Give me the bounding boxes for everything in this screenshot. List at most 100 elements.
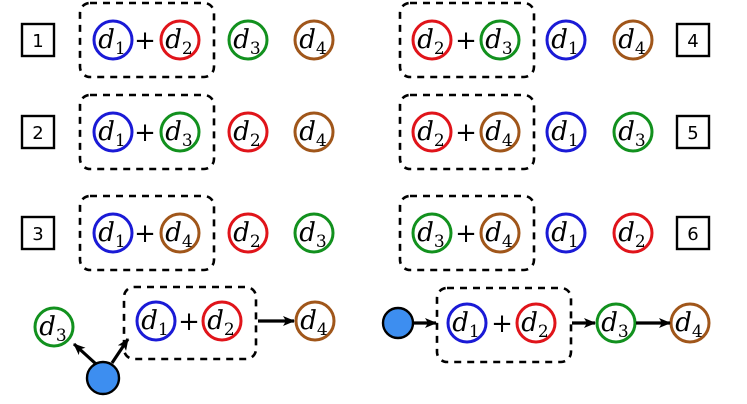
- node-label: d1: [551, 218, 578, 252]
- node-label: d4: [485, 117, 512, 151]
- node-label: d3: [485, 25, 512, 59]
- node-d-1: d1: [545, 111, 587, 153]
- partition-number: 2: [32, 123, 43, 144]
- node-d-3: d3: [33, 306, 75, 348]
- node-label: d1: [551, 25, 578, 59]
- node-d-1: d1: [545, 212, 587, 254]
- node-d-3: d3: [479, 19, 521, 61]
- node-circle: [293, 111, 335, 153]
- node-d-3: d3: [293, 212, 335, 254]
- node-label: d4: [165, 218, 192, 252]
- node-label: d4: [300, 306, 327, 340]
- plus-sign: +: [134, 219, 156, 249]
- node-d-1: d1: [135, 300, 177, 342]
- node-circle: [545, 212, 587, 254]
- node-d-4: d4: [294, 300, 336, 342]
- partition-number-box: 4: [675, 22, 711, 58]
- node-label: d4: [299, 25, 326, 59]
- node-d-2: d2: [612, 212, 654, 254]
- node-circle: [479, 212, 521, 254]
- node-circle: [33, 306, 75, 348]
- node-d-2: d2: [411, 19, 453, 61]
- number-box-frame: [20, 22, 56, 58]
- partition-number-box: 6: [675, 215, 711, 251]
- node-label: d1: [98, 218, 125, 252]
- node-label: d3: [165, 117, 192, 151]
- partition-number: 1: [32, 31, 43, 52]
- node-circle: [446, 302, 488, 344]
- node-circle: [159, 19, 201, 61]
- node-circle: [595, 302, 637, 344]
- number-box-frame: [20, 215, 56, 251]
- node-label: d2: [233, 117, 260, 151]
- partition-number-box: 1: [20, 22, 56, 58]
- edge-arrow: [110, 338, 130, 364]
- node-label: d1: [551, 117, 578, 151]
- node-d-4: d4: [612, 19, 654, 61]
- node-circle: [92, 212, 134, 254]
- plus-sign: +: [455, 219, 477, 249]
- node-d-3: d3: [159, 111, 201, 153]
- partition-number: 4: [687, 31, 698, 52]
- partition-number: 3: [32, 224, 43, 245]
- node-circle: [159, 111, 201, 153]
- pair-group-box: [78, 1, 216, 79]
- node-d-3: d3: [612, 111, 654, 153]
- node-label: d3: [601, 308, 628, 342]
- node-d-1: d1: [545, 19, 587, 61]
- node-label: d3: [233, 25, 260, 59]
- node-circle: [515, 302, 557, 344]
- node-circle: [159, 212, 201, 254]
- node-d-1: d1: [92, 212, 134, 254]
- node-circle: [92, 111, 134, 153]
- node-d-1: d1: [446, 302, 488, 344]
- node-d-2: d2: [201, 300, 243, 342]
- number-box-frame: [20, 114, 56, 150]
- node-circle: [612, 212, 654, 254]
- node-d-4: d4: [293, 111, 335, 153]
- node-label: d4: [485, 218, 512, 252]
- node-circle: [411, 111, 453, 153]
- node-label: d2: [417, 117, 444, 151]
- start-node: [85, 360, 121, 396]
- node-label: d3: [618, 117, 645, 151]
- node-d-2: d2: [227, 212, 269, 254]
- node-label: d1: [141, 306, 168, 340]
- node-circle: [227, 111, 269, 153]
- node-label: d4: [618, 25, 645, 59]
- node-d-4: d4: [479, 212, 521, 254]
- pair-group-box: [435, 286, 573, 364]
- node-d-4: d4: [293, 19, 335, 61]
- node-circle: [92, 19, 134, 61]
- partition-number: 5: [687, 123, 698, 144]
- node-circle: [294, 300, 336, 342]
- node-d-1: d1: [92, 111, 134, 153]
- node-circle: [227, 212, 269, 254]
- node-circle: [411, 19, 453, 61]
- plus-sign: +: [134, 26, 156, 56]
- plus-sign: +: [134, 118, 156, 148]
- pair-group-box: [78, 194, 216, 272]
- node-circle: [293, 19, 335, 61]
- partition-number-box: 2: [20, 114, 56, 150]
- plus-sign: +: [455, 26, 477, 56]
- node-circle: [612, 111, 654, 153]
- node-label: d2: [233, 218, 260, 252]
- number-box-frame: [675, 22, 711, 58]
- pair-group-box: [122, 285, 258, 361]
- node-circle: [545, 19, 587, 61]
- node-circle: [201, 300, 243, 342]
- pair-group-box: [398, 93, 536, 171]
- node-d-3: d3: [411, 212, 453, 254]
- node-label: d2: [618, 218, 645, 252]
- number-box-frame: [675, 114, 711, 150]
- node-d-4: d4: [159, 212, 201, 254]
- plus-sign: +: [455, 118, 477, 148]
- node-label: d4: [299, 117, 326, 151]
- node-circle: [411, 212, 453, 254]
- node-d-1: d1: [92, 19, 134, 61]
- node-d-3: d3: [227, 19, 269, 61]
- node-label: d2: [417, 25, 444, 59]
- node-label: d3: [417, 218, 444, 252]
- start-node: [381, 306, 415, 340]
